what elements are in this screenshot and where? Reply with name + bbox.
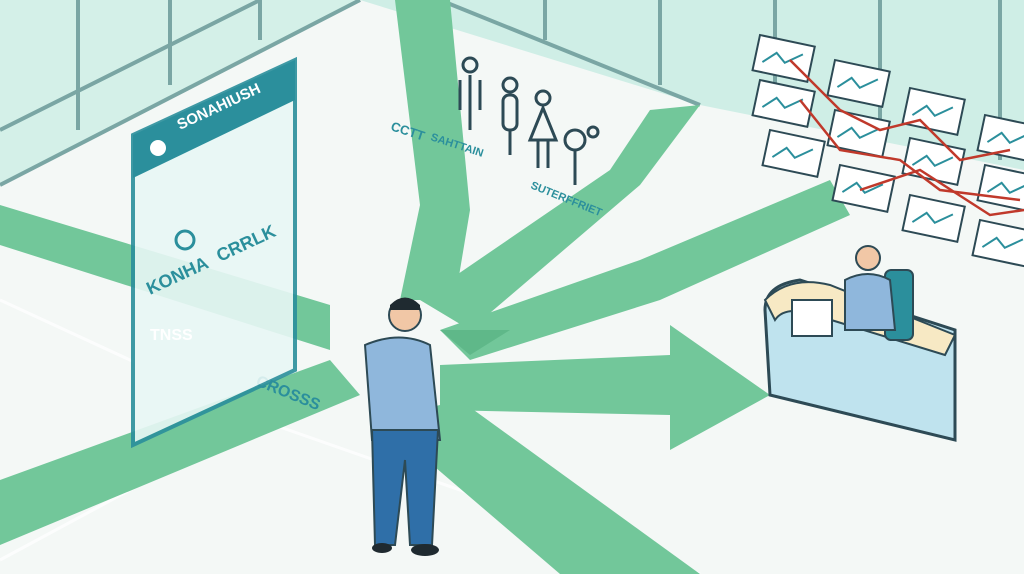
monitor-graph-line <box>981 236 1024 249</box>
monitor-screen <box>971 218 1024 269</box>
monitor-graph-line <box>836 76 879 89</box>
sign-location-icon <box>174 229 196 251</box>
monitor-screen <box>901 193 966 244</box>
monitor-screen <box>976 163 1024 214</box>
monitor-graph-line <box>771 146 814 159</box>
sign-logo-icon <box>150 140 166 156</box>
monitor-graph-line <box>761 51 804 64</box>
pictogram-group <box>458 56 600 185</box>
child-icon <box>501 76 519 155</box>
reception-desk <box>763 245 957 442</box>
path-top <box>395 0 470 300</box>
info-sign: SONAHIUSH KONHA CRRLK TNSS <box>131 56 297 449</box>
monitor-wall <box>751 33 1024 269</box>
monitor-screen <box>751 78 816 129</box>
monitor-graph-line <box>836 126 879 139</box>
path-lower-left <box>0 360 360 545</box>
sign-header-bar <box>133 60 295 178</box>
path-lower <box>380 400 700 574</box>
standing-man <box>363 297 442 556</box>
man-shirt <box>363 336 442 441</box>
monitor-screen <box>826 58 891 109</box>
monitor-screen <box>761 128 826 179</box>
monitor-screen <box>826 108 891 159</box>
tree-icon <box>563 128 587 185</box>
man-hair <box>390 297 420 310</box>
monitor-screen <box>976 113 1024 164</box>
receptionist-body <box>844 273 897 331</box>
monitor-graph-line <box>986 131 1024 144</box>
monitor-graph-line <box>841 181 884 194</box>
wayfinding-paths <box>0 0 850 574</box>
path-upper-right <box>420 105 700 330</box>
receptionist-head <box>855 245 881 271</box>
monitor-graph-line <box>911 154 954 167</box>
path-arrow-to-desk <box>440 325 770 450</box>
man-shoe-right <box>411 544 439 556</box>
monitor-graph-line <box>911 104 954 117</box>
monitor-graph-line <box>761 96 804 109</box>
woman-icon <box>527 89 559 168</box>
location-pin-icon <box>586 125 600 139</box>
monitor-graph-line <box>911 211 954 224</box>
sign-caption: TNSS <box>150 327 193 344</box>
desk-laptop <box>791 299 833 337</box>
monitor-graph-line <box>986 181 1024 194</box>
network-lines <box>789 59 1024 217</box>
person-icon <box>458 56 482 130</box>
man-shoe-left <box>372 543 392 553</box>
path-arrowhead-center <box>440 330 510 355</box>
path-right <box>440 180 850 360</box>
